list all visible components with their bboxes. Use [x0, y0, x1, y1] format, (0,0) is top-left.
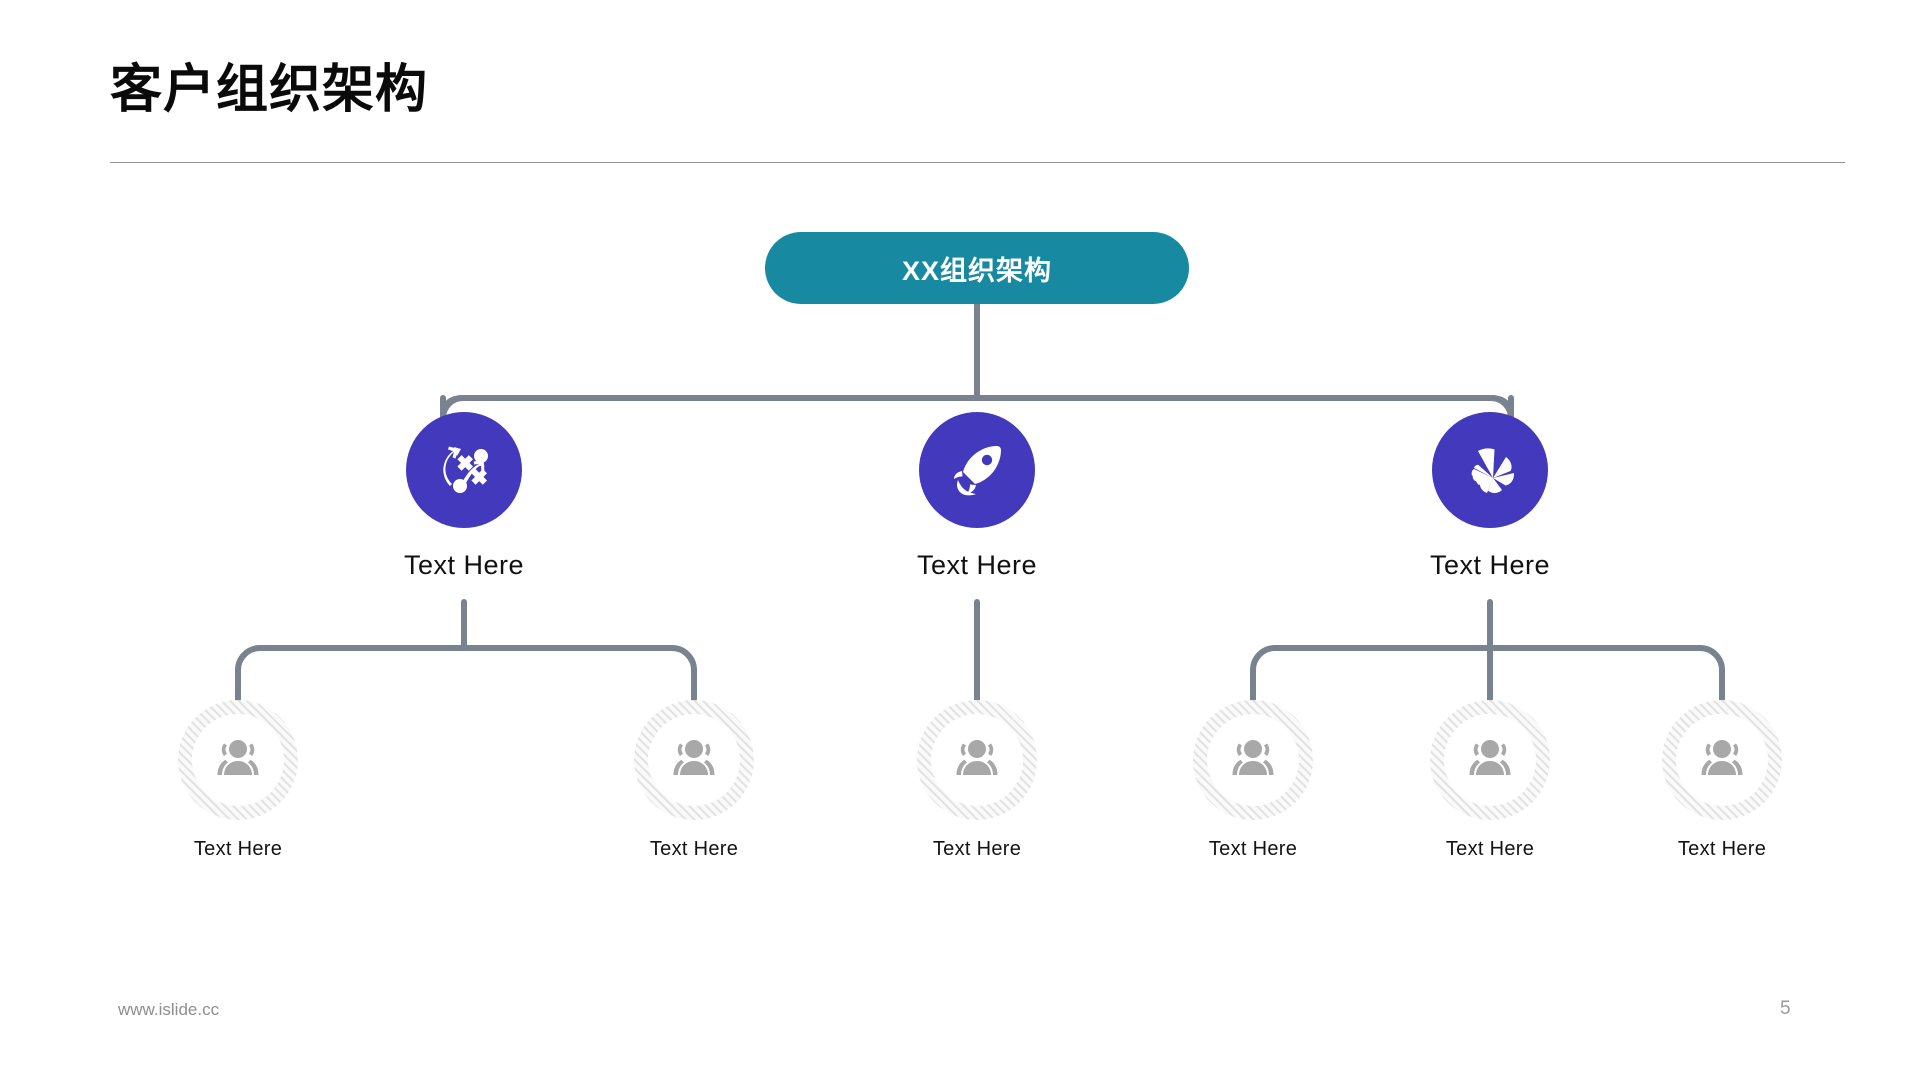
people-group-icon [1701, 740, 1743, 775]
root-node[interactable]: XX组织架构 [765, 232, 1189, 304]
l2-circle-4 [1193, 700, 1313, 820]
l1-node-3[interactable]: Text Here [1410, 412, 1570, 581]
l1-circle-3 [1432, 412, 1548, 528]
strategy-icon [443, 446, 488, 493]
l2-node-2-label: Text Here [649, 838, 739, 860]
l2-circle-1 [178, 700, 298, 820]
l1-circle-2 [919, 412, 1035, 528]
l2-node-6[interactable]: Text Here [1647, 700, 1797, 861]
l1-node-2-label: Text Here [916, 550, 1038, 580]
footer-url[interactable]: www.islide.cc [118, 1000, 220, 1019]
l2-node-3[interactable]: Text Here [902, 700, 1052, 861]
page-number: 5 [1780, 998, 1791, 1019]
l1-circle-1 [406, 412, 522, 528]
l2-node-1-label: Text Here [193, 838, 283, 860]
connector-b1-left [235, 645, 467, 703]
l2-node-4-label: Text Here [1208, 838, 1298, 860]
pinwheel-icon [1471, 448, 1515, 494]
page-title: 客户组织架构 [110, 61, 429, 119]
l2-node-4[interactable]: Text Here [1178, 700, 1328, 861]
l1-node-2[interactable]: Text Here [897, 412, 1057, 581]
people-group-icon [673, 740, 715, 775]
l1-node-3-label: Text Here [1429, 550, 1551, 580]
people-group-icon [1469, 740, 1511, 775]
connector-b1-right [461, 645, 697, 703]
l2-circle-5 [1430, 700, 1550, 820]
connector-b3-right [1487, 645, 1725, 703]
rocket-icon [954, 446, 1001, 496]
l1-node-1-label: Text Here [403, 550, 525, 580]
title-divider [110, 162, 1845, 163]
l2-circle-3 [917, 700, 1037, 820]
people-group-icon [217, 740, 259, 775]
l1-node-1[interactable]: Text Here [384, 412, 544, 581]
l2-circle-2 [634, 700, 754, 820]
people-group-icon [1232, 740, 1274, 775]
l2-node-3-label: Text Here [932, 838, 1022, 860]
l2-node-2[interactable]: Text Here [619, 700, 769, 861]
l2-node-6-label: Text Here [1677, 838, 1767, 860]
people-group-icon [956, 740, 998, 775]
page-title-block: 客户组织架构 [110, 61, 1850, 119]
l2-node-5-label: Text Here [1445, 838, 1535, 860]
root-node-label: XX组织架构 [901, 255, 1053, 286]
connector-b3-left [1250, 645, 1493, 703]
l2-circle-6 [1662, 700, 1782, 820]
l2-node-1[interactable]: Text Here [163, 700, 313, 861]
l2-node-5[interactable]: Text Here [1415, 700, 1565, 861]
